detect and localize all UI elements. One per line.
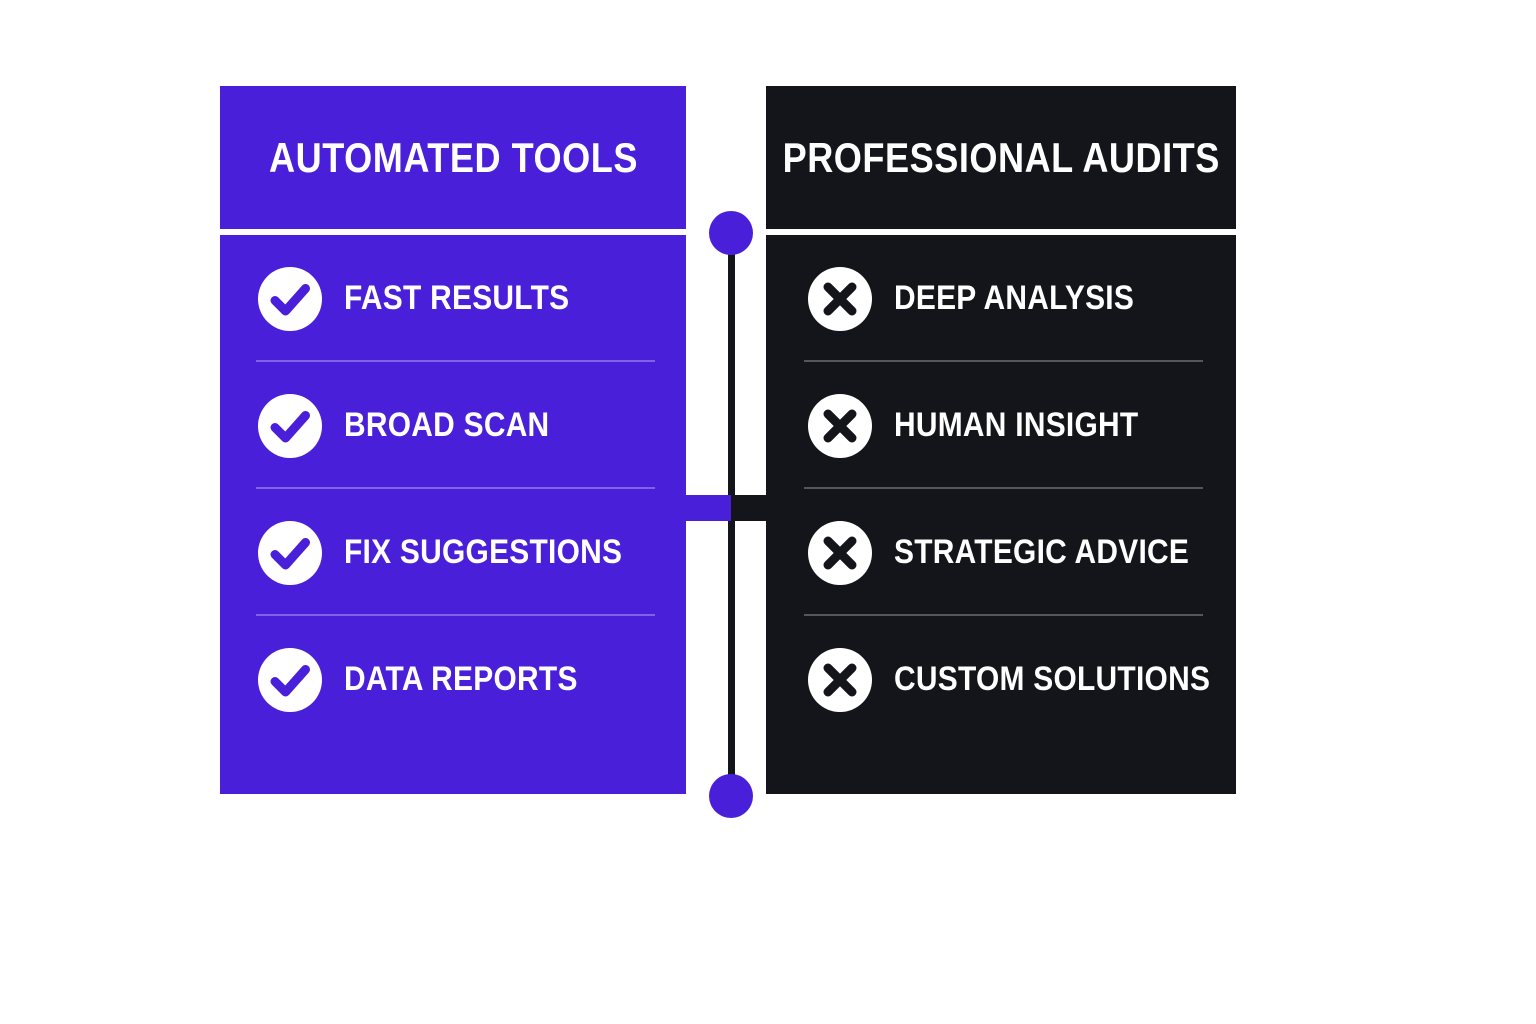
check-icon	[258, 393, 322, 458]
row-divider	[256, 487, 655, 489]
cross-icon	[808, 266, 872, 331]
cross-icon	[808, 393, 872, 458]
row-divider	[804, 487, 1203, 489]
list-item-label: STRATEGIC ADVICE	[894, 533, 1190, 571]
left-panel-header: AUTOMATED TOOLS	[220, 86, 686, 229]
list-item[interactable]: CUSTOM SOLUTIONS	[766, 616, 1236, 743]
cross-icon	[808, 520, 872, 585]
left-panel-title: AUTOMATED TOOLS	[268, 133, 638, 181]
list-item[interactable]: FAST RESULTS	[220, 235, 686, 362]
check-icon	[258, 266, 322, 331]
left-header-rule	[220, 229, 686, 235]
list-item[interactable]: DEEP ANALYSIS	[766, 235, 1236, 362]
list-item-label: FAST RESULTS	[344, 279, 570, 317]
connector-bridge	[676, 495, 766, 521]
list-item-label: DEEP ANALYSIS	[894, 279, 1135, 317]
list-item-label: FIX SUGGESTIONS	[344, 533, 623, 571]
row-divider	[804, 614, 1203, 616]
right-panel-title: PROFESSIONAL AUDITS	[782, 133, 1220, 181]
list-item-label: BROAD SCAN	[344, 406, 550, 444]
check-icon	[258, 647, 322, 712]
row-divider	[804, 360, 1203, 362]
connector-node-bottom	[709, 774, 753, 818]
connector-line-top	[728, 248, 735, 495]
connector-bridge-right	[731, 495, 766, 521]
list-item[interactable]: STRATEGIC ADVICE	[766, 489, 1236, 616]
list-item-label: CUSTOM SOLUTIONS	[894, 660, 1211, 698]
cross-icon	[808, 647, 872, 712]
panel-automated-tools: AUTOMATED TOOLS FAST RESULTS B	[220, 86, 686, 794]
panel-professional-audits: PROFESSIONAL AUDITS DEEP ANALYSIS	[766, 86, 1236, 794]
list-item[interactable]: FIX SUGGESTIONS	[220, 489, 686, 616]
connector-bridge-left	[676, 495, 731, 521]
row-divider	[256, 360, 655, 362]
right-panel-list: DEEP ANALYSIS HUMAN INSIGHT ST	[766, 235, 1236, 743]
right-header-rule	[766, 229, 1236, 235]
list-item[interactable]: BROAD SCAN	[220, 362, 686, 489]
right-panel-header: PROFESSIONAL AUDITS	[766, 86, 1236, 229]
connector-node-top	[709, 211, 753, 255]
list-item-label: DATA REPORTS	[344, 660, 578, 698]
check-icon	[258, 520, 322, 585]
row-divider	[256, 614, 655, 616]
list-item[interactable]: DATA REPORTS	[220, 616, 686, 743]
left-panel-list: FAST RESULTS BROAD SCAN FIX SU	[220, 235, 686, 743]
list-item-label: HUMAN INSIGHT	[894, 406, 1139, 444]
list-item[interactable]: HUMAN INSIGHT	[766, 362, 1236, 489]
connector-line-bottom	[728, 521, 735, 781]
